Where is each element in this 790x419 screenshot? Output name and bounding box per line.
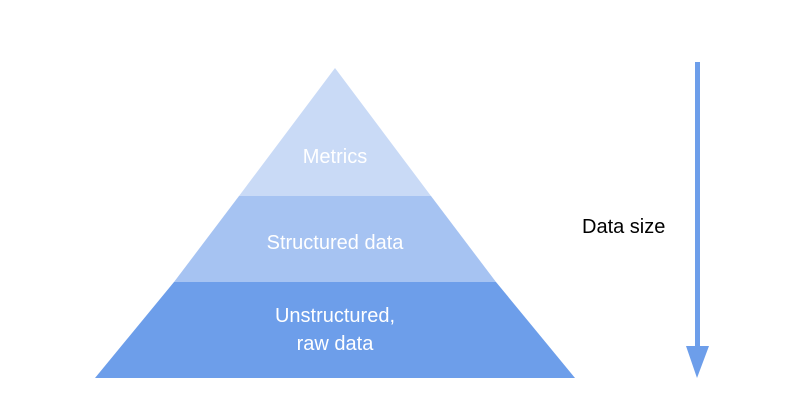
data-size-label: Data size — [582, 216, 665, 238]
pyramid-tier-unstructured-raw-data — [95, 282, 575, 378]
data-size-arrow — [686, 62, 709, 378]
tier-label-unstructured-line2: raw data — [297, 333, 375, 355]
tier-label-metrics: Metrics — [303, 146, 367, 168]
pyramid-tier-metrics — [239, 68, 431, 196]
pyramid-tier-structured-data — [174, 196, 496, 282]
arrow-shaft — [695, 62, 700, 348]
tier-label-structured-data: Structured data — [267, 232, 405, 254]
arrow-down-icon — [686, 346, 709, 378]
tier-label-unstructured-line1: Unstructured, — [275, 305, 395, 327]
